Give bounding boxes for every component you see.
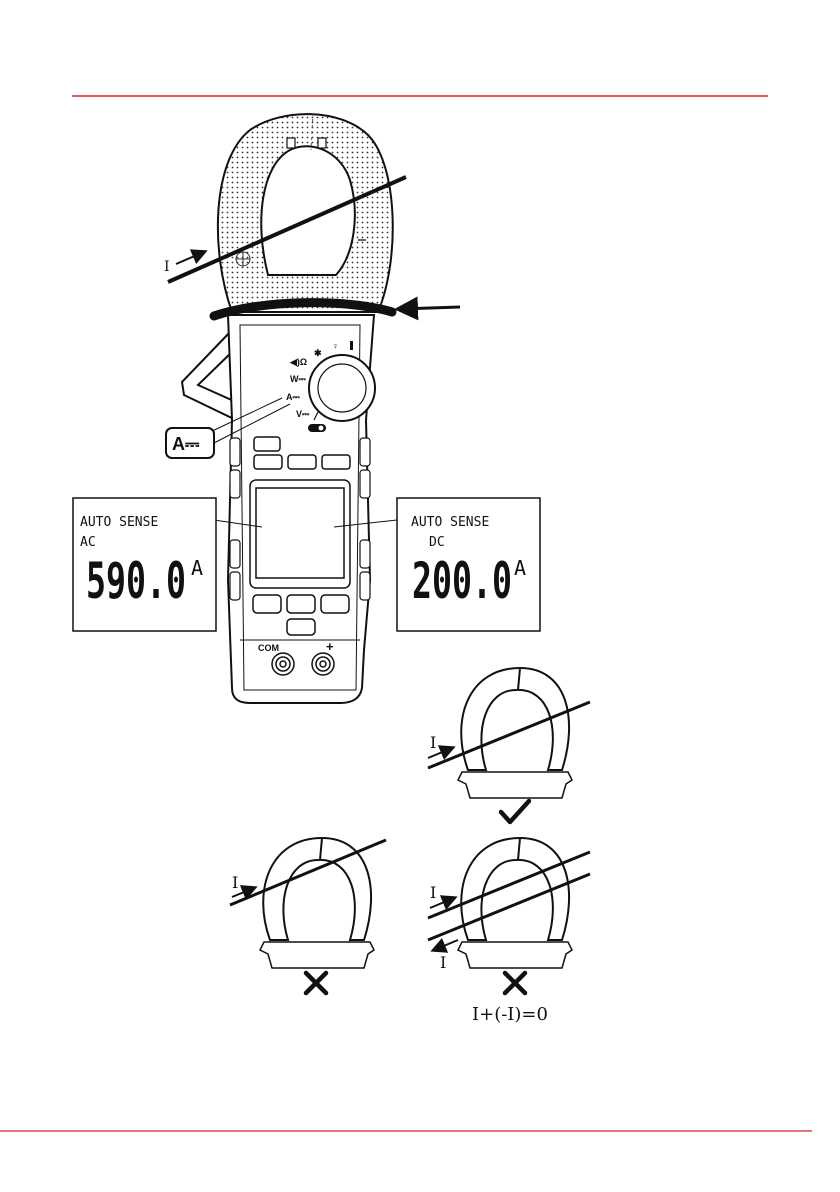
bulb-icon: ♀ (332, 341, 339, 351)
check-icon (501, 801, 529, 822)
terminal-plus-label: + (326, 639, 334, 654)
current-label-main: I (164, 259, 170, 275)
plus-jack (312, 653, 334, 675)
ac-unit-text: A (191, 556, 203, 580)
example-wrong-double: I I I+(-I)=0 (428, 838, 590, 1025)
display-dc: AUTO SENSE DC 200.0 A (397, 498, 540, 631)
current-label-in: I (430, 883, 436, 902)
current-label-correct: I (430, 733, 436, 752)
example-correct: I (428, 668, 590, 822)
dial-label-v: V⎓ (296, 409, 310, 419)
light-icon: ✱ (314, 348, 322, 358)
press-trigger-arrow (400, 307, 460, 309)
dc-type-text: DC (429, 535, 445, 550)
thermometer-icon (350, 341, 353, 350)
lcd-screen (256, 488, 344, 578)
function-button-5[interactable] (253, 595, 281, 613)
trigger-lever (182, 330, 236, 420)
cross-icon (306, 973, 326, 993)
dc-mode-text: AUTO SENSE (411, 515, 489, 530)
dial-label-a: A⎓ (286, 392, 300, 402)
ac-type-text: AC (80, 535, 96, 550)
current-arrow-main (176, 252, 204, 264)
function-button-1[interactable] (254, 437, 280, 451)
cross-icon (505, 973, 525, 993)
example-wrong-single: I (230, 838, 386, 993)
current-label-single: I (232, 873, 238, 892)
mode-badge-text: A⎓ (172, 434, 200, 454)
function-button-7[interactable] (321, 595, 349, 613)
function-button-4[interactable] (322, 455, 350, 469)
dc-value-text: 200.0 (412, 552, 512, 610)
clamp-jaw (218, 114, 393, 312)
cancel-equation: I+(-I)=0 (472, 1004, 548, 1025)
dial-label-w: W⎓ (290, 374, 306, 384)
function-button-3[interactable] (288, 455, 316, 469)
dc-unit-text: A (514, 556, 526, 580)
function-button-2[interactable] (254, 455, 282, 469)
display-ac: AUTO SENSE AC 590.0 A (73, 498, 216, 631)
com-jack (272, 653, 294, 675)
terminal-com-label: COM (258, 643, 279, 653)
function-button-8[interactable] (287, 619, 315, 635)
ac-value-text: 590.0 (86, 552, 186, 610)
function-button-6[interactable] (287, 595, 315, 613)
continuity-icon: ◀)Ω (289, 357, 307, 367)
current-label-out: I (440, 953, 446, 972)
ac-mode-text: AUTO SENSE (80, 515, 158, 530)
